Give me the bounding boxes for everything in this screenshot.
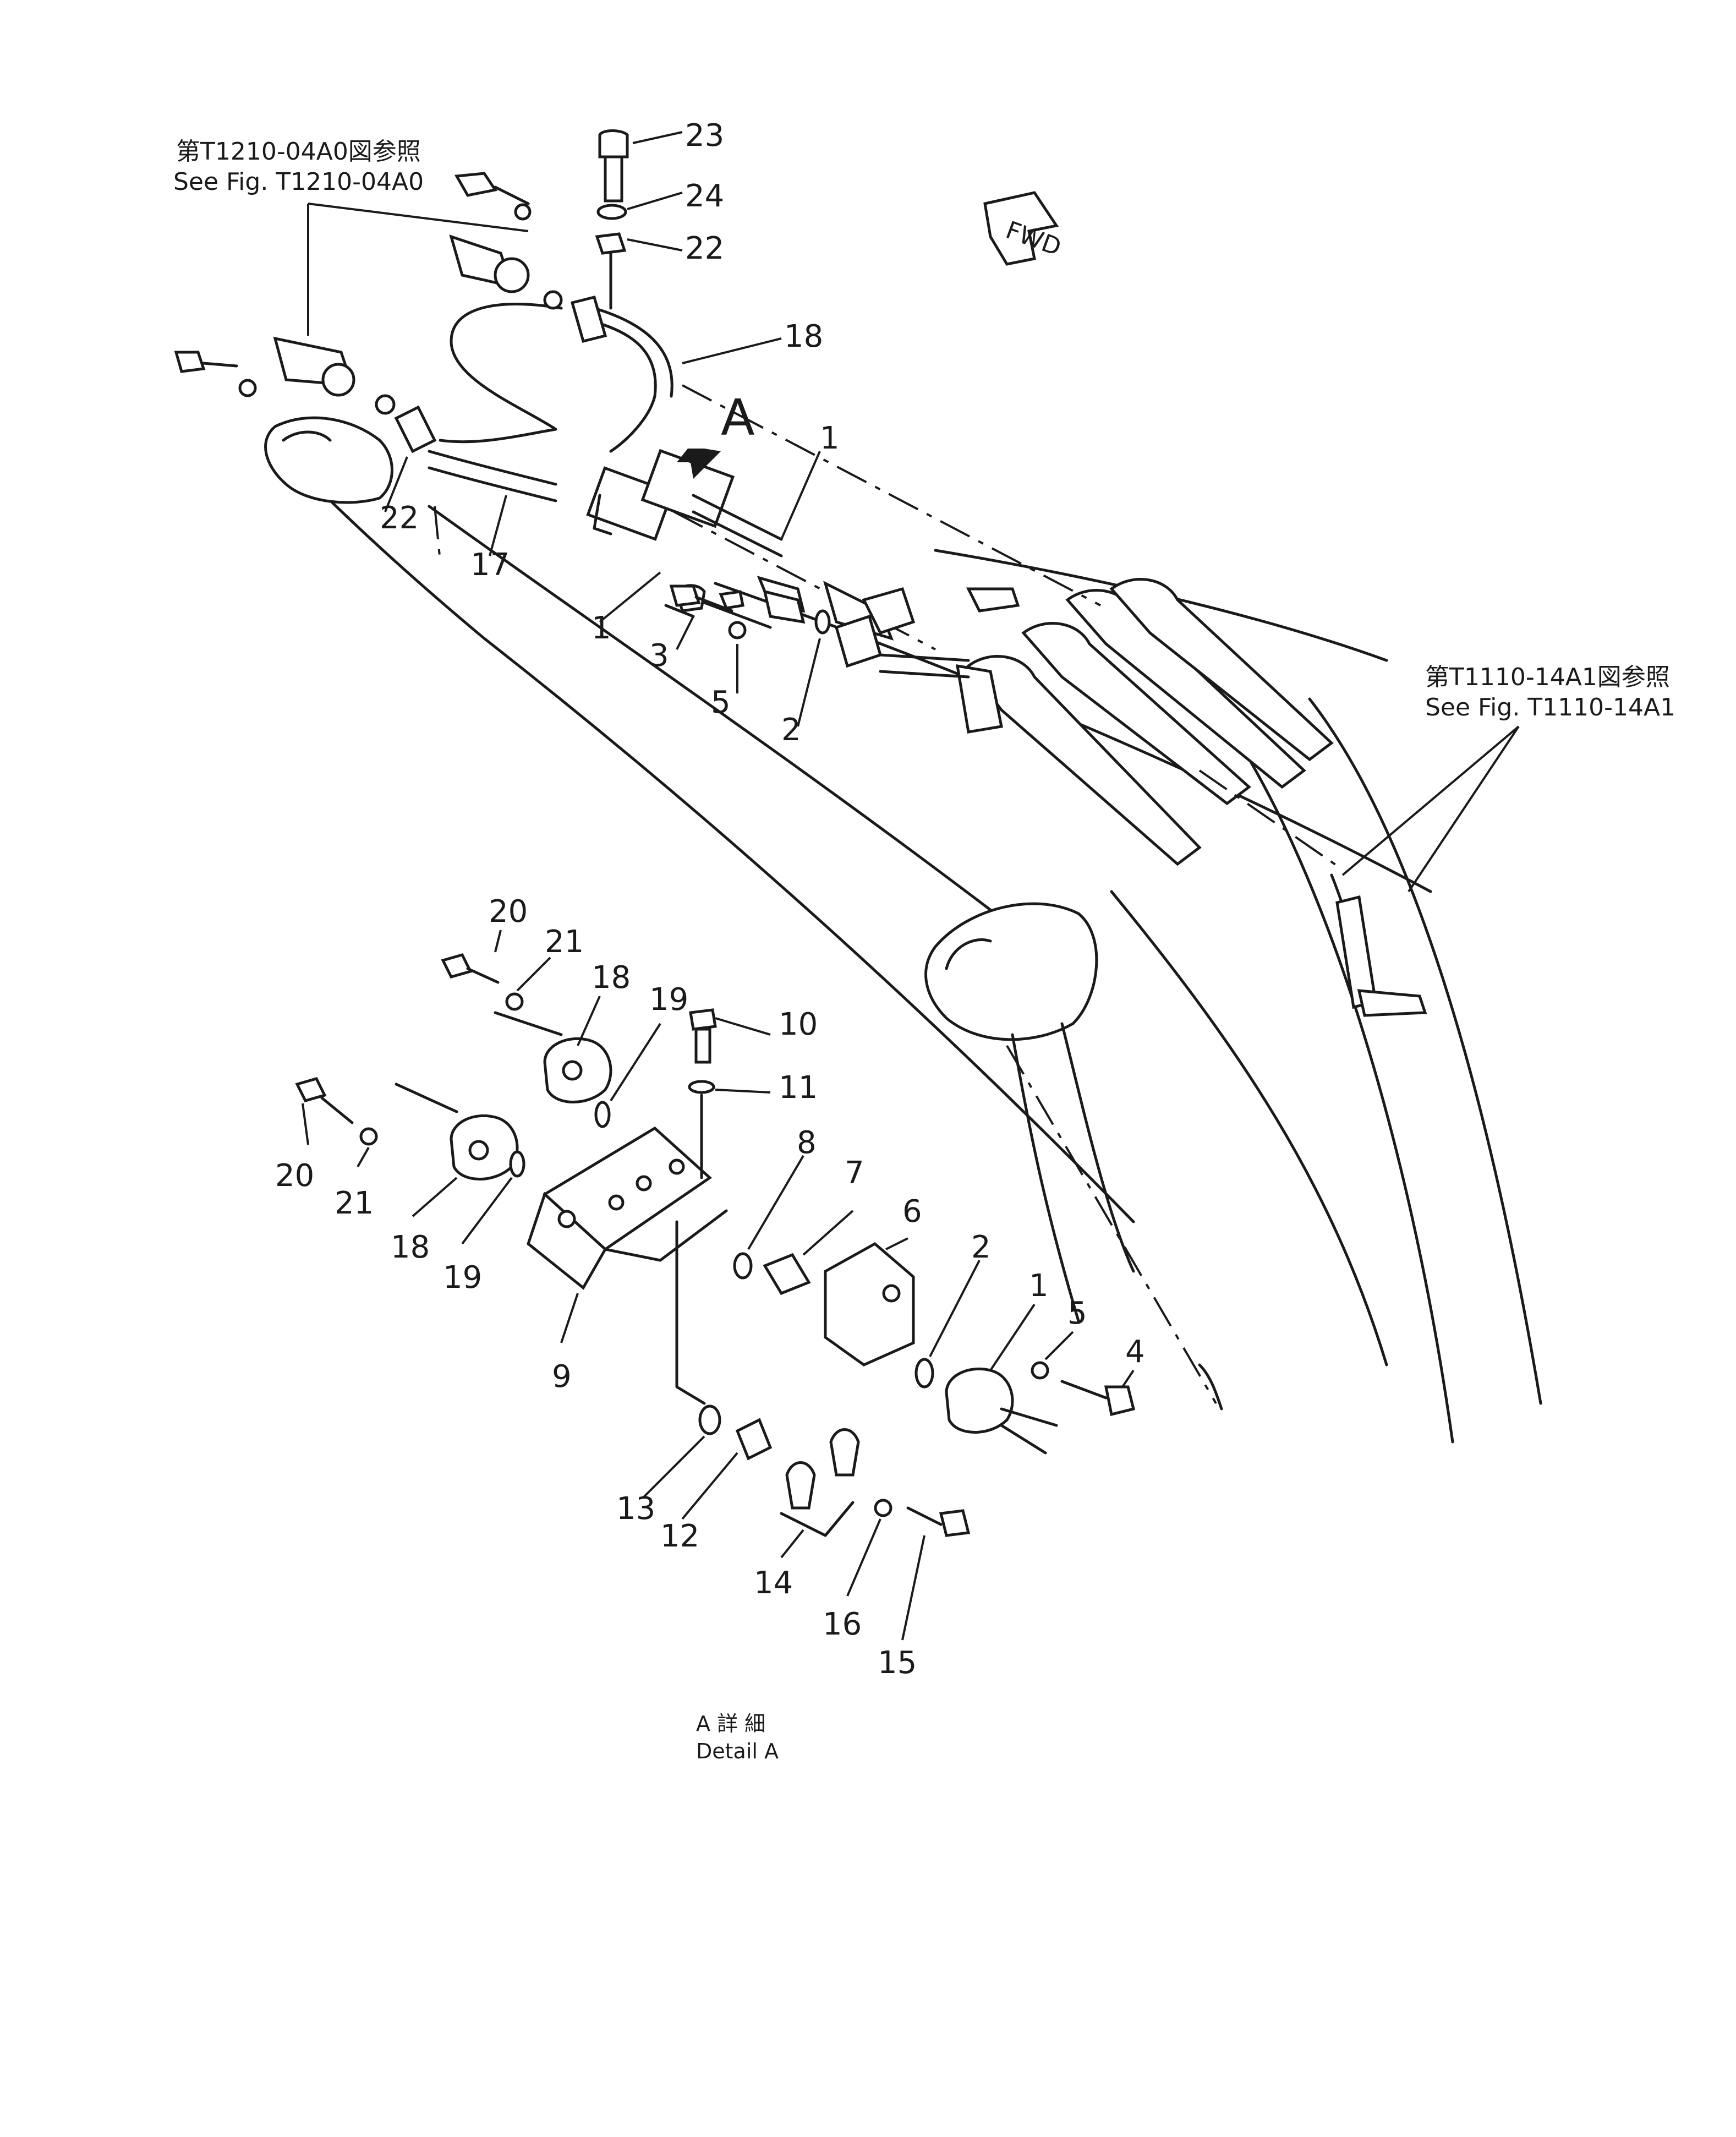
ref-right-jp: 第T1110-14A1図参照 <box>1425 663 1670 691</box>
detail-arrow-icon <box>677 449 721 479</box>
reference-labels: 第T1210-04A0図参照 See Fig. T1210-04A0 第T111… <box>173 138 1675 1763</box>
callout-14: 14 <box>754 1565 793 1601</box>
callout-22: 22 <box>685 231 724 266</box>
callout-4: 4 <box>1125 1334 1145 1370</box>
callout-1: 1 <box>592 610 611 646</box>
callout-19: 19 <box>649 982 688 1018</box>
ref-top-left-en: See Fig. T1210-04A0 <box>173 168 424 196</box>
callout-5: 5 <box>711 685 731 720</box>
caption-jp: A 詳 細 <box>696 1712 765 1736</box>
callout-21: 21 <box>335 1185 374 1221</box>
callout-23: 23 <box>685 118 724 154</box>
callout-6: 6 <box>902 1194 922 1229</box>
callout-1: 1 <box>820 420 840 456</box>
callout-17: 17 <box>470 547 510 583</box>
caption-en: Detail A <box>696 1739 779 1763</box>
callout-18: 18 <box>391 1229 430 1265</box>
callout-21: 21 <box>545 924 584 960</box>
callout-20: 20 <box>275 1158 314 1194</box>
detail-a-assembly <box>295 953 1136 1537</box>
callout-3: 3 <box>649 638 669 674</box>
callout-11: 11 <box>779 1070 818 1106</box>
callout-1: 1 <box>1029 1268 1049 1304</box>
callout-16: 16 <box>823 1606 862 1642</box>
callout-12: 12 <box>660 1518 699 1554</box>
callout-19: 19 <box>443 1260 482 1296</box>
callout-15: 15 <box>878 1645 917 1681</box>
callout-8: 8 <box>797 1125 817 1161</box>
leader-lines <box>302 131 1520 1641</box>
callout-7: 7 <box>845 1155 864 1191</box>
ref-right-en: See Fig. T1110-14A1 <box>1425 693 1675 722</box>
callout-24: 24 <box>685 178 724 214</box>
boom-outline <box>264 416 1542 1444</box>
callout-18: 18 <box>592 960 631 996</box>
callout-9: 9 <box>552 1359 572 1395</box>
callout-2: 2 <box>971 1229 991 1265</box>
detail-marker: A <box>721 389 755 447</box>
callout-18: 18 <box>784 319 823 354</box>
callout-10: 10 <box>779 1007 818 1042</box>
callout-5: 5 <box>1067 1296 1087 1331</box>
callout-22: 22 <box>380 500 419 536</box>
pipe-assembly: FWD <box>174 129 1427 1017</box>
ref-top-left-jp: 第T1210-04A0図参照 <box>176 138 421 166</box>
callout-13: 13 <box>616 1491 655 1527</box>
callout-20: 20 <box>489 894 528 930</box>
callout-2: 2 <box>781 712 801 748</box>
callout-numbers: 23 24 22 18 1 22 17 1 3 5 2 20 21 18 19 … <box>275 118 1145 1681</box>
